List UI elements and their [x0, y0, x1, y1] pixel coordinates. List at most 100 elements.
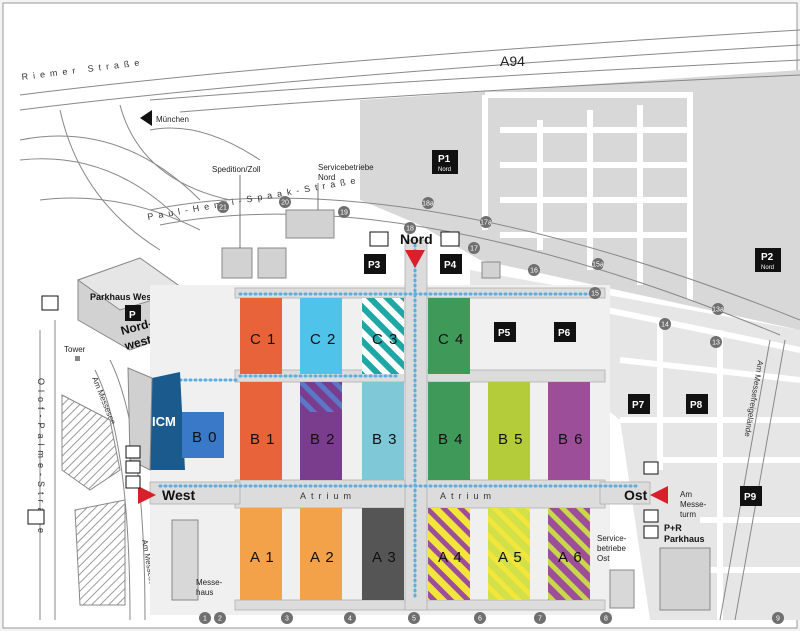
direction-arrow-icon	[140, 110, 152, 126]
label-nordwest-2: west	[122, 332, 152, 353]
gate-number: 1	[203, 616, 207, 623]
building-block	[481, 261, 501, 279]
parking-sign-p6[interactable]	[554, 322, 576, 342]
label-service-ost-1: Service-	[597, 534, 627, 543]
gate-number: 8	[604, 616, 608, 623]
hall-label: A 1	[250, 549, 275, 566]
hall-label: C 1	[250, 331, 276, 348]
hall-a2[interactable]	[300, 508, 342, 600]
building-icm	[150, 372, 185, 470]
hall-b3[interactable]	[362, 382, 404, 480]
gate-number: 4	[348, 616, 352, 623]
airport-bus-icon	[440, 231, 460, 247]
gate-marker	[281, 612, 293, 624]
hall-label: C 3	[372, 331, 398, 348]
parking-label: P8	[690, 400, 703, 411]
building-service-nord	[285, 209, 335, 239]
gate-marker	[338, 206, 350, 218]
gate-marker	[408, 612, 420, 624]
parking-sign-p8[interactable]	[686, 394, 708, 414]
parking-sign-p9[interactable]	[740, 486, 762, 506]
gate-number: 17a	[480, 220, 492, 227]
gate-number: 7	[538, 616, 542, 623]
hall-label: C 2	[310, 331, 336, 348]
gate-number: 19	[340, 210, 348, 217]
gate-marker	[589, 287, 601, 299]
hall-label: B 4	[438, 431, 464, 448]
pictograms	[27, 231, 659, 539]
hall-labels: C 1 C 2 C 3 C 4 B 0 B 1 B 2 B 3 B 4 B 5 …	[192, 331, 583, 566]
entrance-nord[interactable]: Nord	[400, 231, 433, 268]
subway-icon	[125, 475, 141, 489]
parking-sign-p4[interactable]	[440, 254, 462, 274]
gate-marker	[217, 201, 229, 213]
road-am-messefreigelaende	[719, 339, 786, 621]
hall-c1[interactable]	[240, 298, 282, 374]
label-muenchen: München	[156, 115, 189, 124]
label-entrance-nord: Nord	[400, 231, 433, 247]
hall-a5[interactable]	[488, 508, 530, 600]
parking-sign-p3[interactable]	[364, 254, 386, 274]
entrance-west[interactable]: West	[138, 486, 196, 504]
hall-b6[interactable]	[548, 382, 590, 480]
parking-sign-west	[125, 305, 141, 321]
parking-sublabel: Nord	[438, 167, 451, 173]
parking-sign-p2[interactable]	[755, 248, 781, 272]
label-messeturm-1: Am	[680, 490, 692, 499]
building-pr-parkhaus	[659, 547, 711, 611]
entrance-ost[interactable]: Ost	[624, 486, 668, 504]
taxi-icon	[125, 445, 141, 459]
hall-label: B 1	[250, 431, 276, 448]
hall-b4[interactable]	[428, 382, 470, 480]
hall-label: A 4	[438, 549, 463, 566]
taxi-icon	[643, 461, 659, 475]
subway-icon	[41, 295, 59, 311]
parking-sign-p7[interactable]	[628, 394, 650, 414]
road-olof-palme	[39, 320, 56, 620]
tower-marker	[75, 356, 80, 361]
road-paul-henri	[149, 197, 800, 336]
label-entrance-ost: Ost	[624, 487, 648, 503]
hall-b5[interactable]	[488, 382, 530, 480]
label-service-nord-1: Servicebetriebe	[318, 163, 374, 172]
gate-marker	[214, 612, 226, 624]
label-parkhaus-west: Parkhaus West	[90, 292, 154, 302]
hall-b1[interactable]	[240, 382, 282, 480]
hall-c2[interactable]	[300, 298, 342, 374]
label-service-nord-2: Nord	[318, 173, 335, 182]
hall-label: B 3	[372, 431, 398, 448]
label-spedition: Spedition/Zoll	[212, 165, 261, 174]
subway-icon	[643, 525, 659, 539]
gate-number: 13	[712, 340, 720, 347]
hall-c3[interactable]	[362, 298, 404, 374]
label-entrance-west: West	[162, 487, 196, 503]
hall-a6[interactable]	[548, 508, 590, 600]
hall-c4[interactable]	[428, 298, 470, 374]
hall-label: C 4	[438, 331, 464, 348]
hall-b0[interactable]	[182, 412, 224, 458]
hall-a3[interactable]	[362, 508, 404, 600]
label-pr-2: Parkhaus	[664, 534, 705, 544]
gate-number: 17	[470, 246, 478, 253]
gate-marker	[468, 242, 480, 254]
label-service-ost-3: Ost	[597, 554, 610, 563]
gate-number: 14	[661, 322, 669, 329]
label-messeturm-3: turm	[680, 510, 696, 519]
hall-label: A 6	[558, 549, 583, 566]
parking-sign-p5[interactable]	[494, 322, 516, 342]
building-spedition	[221, 247, 253, 279]
parking-label: P1	[438, 154, 451, 165]
taxi-icon	[369, 231, 389, 247]
hall-a4[interactable]	[428, 508, 470, 600]
street-olof-palme: Olof-Palme-Straße	[36, 378, 46, 538]
gate-marker	[534, 612, 546, 624]
hall-label: A 3	[372, 549, 397, 566]
airport-bus-icon	[125, 460, 141, 474]
hall-a1[interactable]	[240, 508, 282, 600]
subway-icon	[27, 509, 45, 525]
parking-sign-p1[interactable]	[432, 150, 458, 174]
gate-marker	[279, 196, 291, 208]
hall-b2-hatch	[300, 382, 342, 412]
gate-number: 15a	[592, 262, 604, 269]
